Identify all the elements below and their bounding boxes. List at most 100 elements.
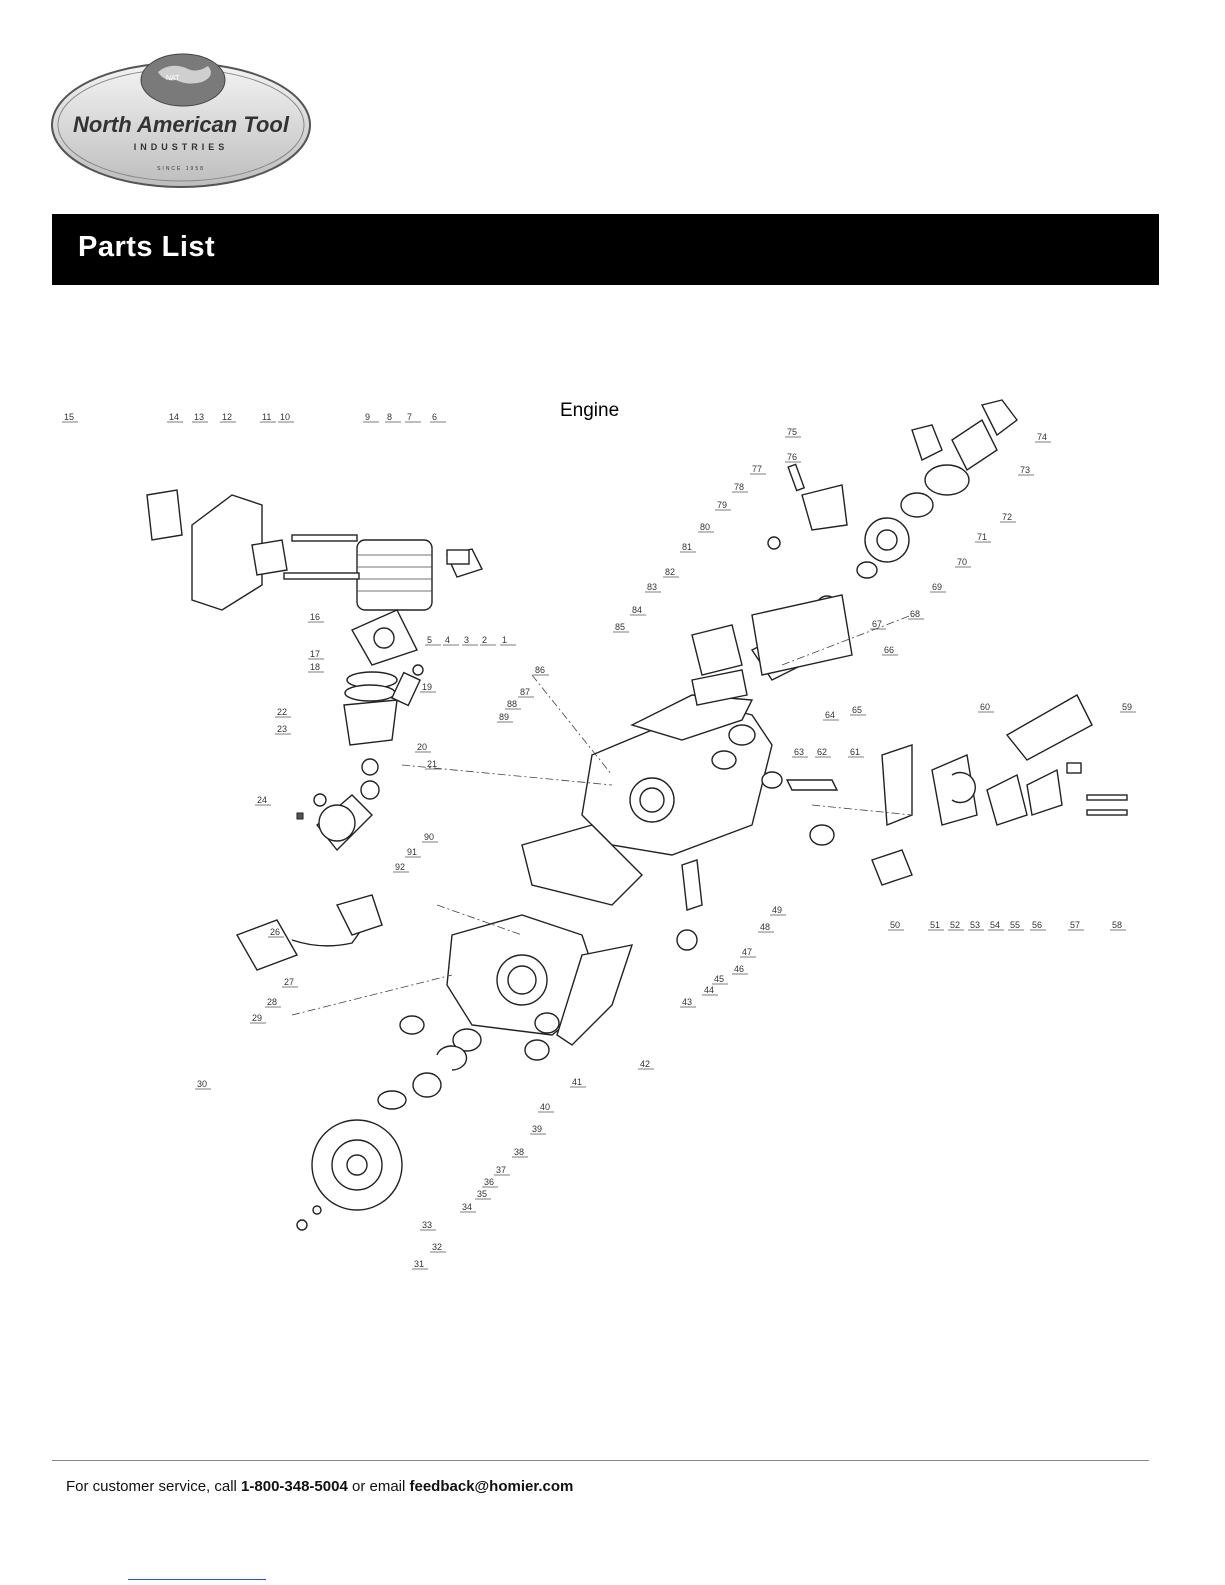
part-label-38: 38 [514, 1147, 524, 1157]
part-label-81: 81 [682, 542, 692, 552]
part-label-70: 70 [957, 557, 967, 567]
part-label-33: 33 [422, 1220, 432, 1230]
part-label-63: 63 [794, 747, 804, 757]
part-label-60: 60 [980, 702, 990, 712]
part-label-35: 35 [477, 1189, 487, 1199]
part-label-4: 4 [445, 635, 450, 645]
part-label-52: 52 [950, 920, 960, 930]
part-label-14: 14 [169, 412, 179, 422]
part-label-20: 20 [417, 742, 427, 752]
part-label-79: 79 [717, 500, 727, 510]
part-label-24: 24 [257, 795, 267, 805]
part-label-54: 54 [990, 920, 1000, 930]
customer-service-footer: For customer service, call 1-800-348-500… [66, 1478, 573, 1495]
part-label-1: 1 [502, 635, 507, 645]
part-label-46: 46 [734, 964, 744, 974]
part-label-34: 34 [462, 1202, 472, 1212]
part-label-51: 51 [930, 920, 940, 930]
parts-list-banner: Parts List [52, 214, 1159, 285]
part-label-92: 92 [395, 862, 405, 872]
muffler-cover [146, 489, 288, 611]
part-label-12: 12 [222, 412, 232, 422]
part-label-80: 80 [700, 522, 710, 532]
part-label-86: 86 [535, 665, 545, 675]
footer-prefix: For customer service, call [66, 1478, 242, 1495]
part-label-30: 30 [197, 1079, 207, 1089]
ignition-coil [235, 894, 383, 971]
part-label-13: 13 [194, 412, 204, 422]
part-label-16: 16 [310, 612, 320, 622]
oil-pump [767, 463, 848, 550]
center-line [291, 614, 913, 1016]
section-title: Engine [560, 400, 620, 421]
part-label-41: 41 [572, 1077, 582, 1087]
part-label-62: 62 [817, 747, 827, 757]
part-label-69: 69 [932, 582, 942, 592]
part-label-43: 43 [682, 997, 692, 1007]
part-label-88: 88 [507, 699, 517, 709]
part-label-10: 10 [280, 412, 290, 422]
part-label-26: 26 [270, 927, 280, 937]
part-label-9: 9 [365, 412, 370, 422]
part-label-8: 8 [387, 412, 392, 422]
part-label-87: 87 [520, 687, 530, 697]
page-link-underline [128, 1579, 266, 1580]
part-label-28: 28 [267, 997, 277, 1007]
part-label-56: 56 [1032, 920, 1042, 930]
part-label-83: 83 [647, 582, 657, 592]
part-label-77: 77 [752, 464, 762, 474]
part-label-19: 19 [422, 682, 432, 692]
part-label-67: 67 [872, 619, 882, 629]
part-label-90: 90 [424, 832, 434, 842]
part-label-78: 78 [734, 482, 744, 492]
part-label-45: 45 [714, 974, 724, 984]
part-label-61: 61 [850, 747, 860, 757]
part-label-85: 85 [615, 622, 625, 632]
part-label-89: 89 [499, 712, 509, 722]
part-label-44: 44 [704, 985, 714, 995]
part-label-91: 91 [407, 847, 417, 857]
footer-divider [52, 1460, 1149, 1461]
part-label-36: 36 [484, 1177, 494, 1187]
bearings-seals [377, 1015, 550, 1110]
part-label-31: 31 [414, 1259, 424, 1269]
part-label-72: 72 [1002, 512, 1012, 522]
part-label-55: 55 [1010, 920, 1020, 930]
cylinder [283, 534, 483, 611]
anti-vibration-mounts [534, 771, 783, 1034]
banner-title: Parts List [78, 231, 216, 263]
part-label-71: 71 [977, 532, 987, 542]
chain-sprocket-cover [711, 594, 853, 770]
part-label-17: 17 [310, 649, 320, 659]
part-callout-labels: 1234567891011121314151617181920212223242… [62, 412, 1136, 1270]
part-label-68: 68 [910, 609, 920, 619]
part-label-74: 74 [1037, 432, 1047, 442]
company-logo: NAT North American Tool INDUSTRIES SINCE… [48, 50, 314, 190]
part-label-29: 29 [252, 1013, 262, 1023]
part-label-42: 42 [640, 1059, 650, 1069]
part-label-3: 3 [464, 635, 469, 645]
part-label-82: 82 [665, 567, 675, 577]
part-label-7: 7 [407, 412, 412, 422]
part-label-40: 40 [540, 1102, 550, 1112]
part-label-59: 59 [1122, 702, 1132, 712]
carburetor-group [785, 694, 1128, 886]
part-label-50: 50 [890, 920, 900, 930]
flywheel [296, 1119, 403, 1231]
part-label-21: 21 [427, 759, 437, 769]
cylinder-gasket [351, 609, 418, 666]
part-label-5: 5 [427, 635, 432, 645]
part-label-27: 27 [284, 977, 294, 987]
part-label-18: 18 [310, 662, 320, 672]
part-label-75: 75 [787, 427, 797, 437]
part-label-76: 76 [787, 452, 797, 462]
logo-company-name: North American Tool [73, 112, 290, 137]
part-label-6: 6 [432, 412, 437, 422]
part-label-84: 84 [632, 605, 642, 615]
bottom-crankcase [446, 914, 634, 1046]
piston-assembly [343, 664, 424, 800]
footer-phone: 1-800-348-5004 [241, 1478, 348, 1495]
footer-email[interactable]: feedback@homier.com [409, 1478, 574, 1495]
part-label-37: 37 [496, 1165, 506, 1175]
